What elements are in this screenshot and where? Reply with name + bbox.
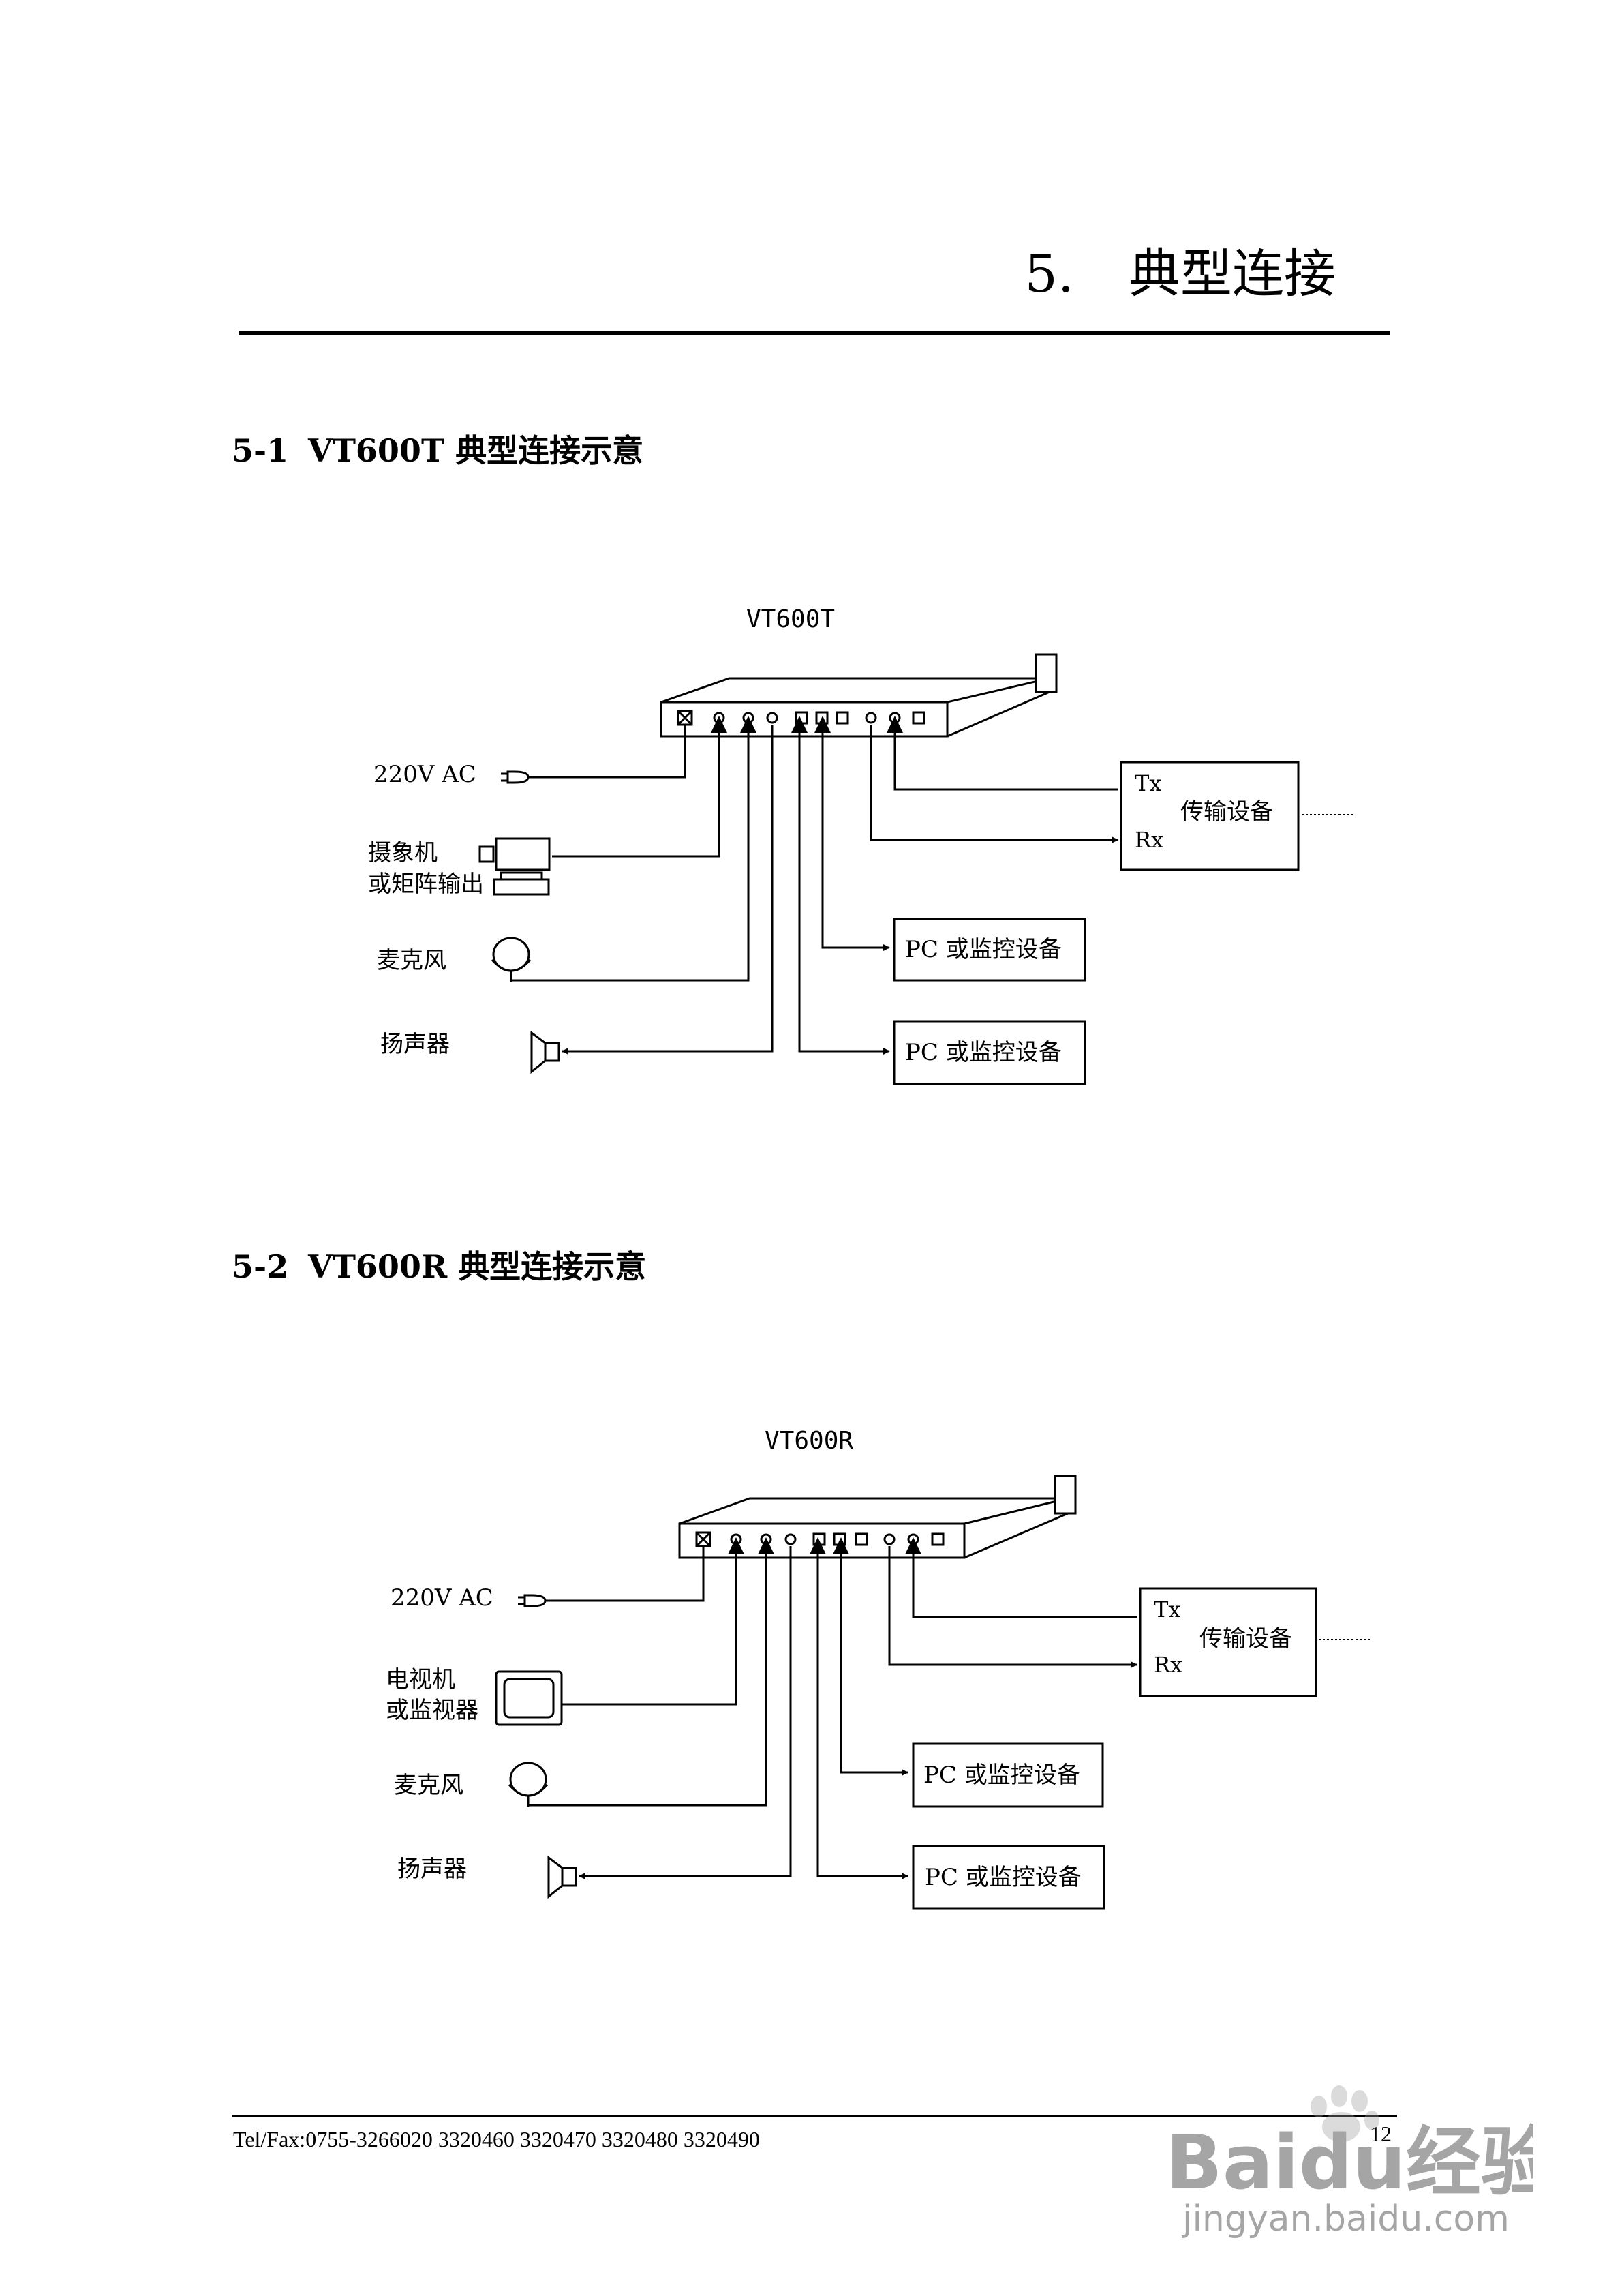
speaker-line bbox=[562, 725, 774, 1055]
section-number: 5-1 bbox=[232, 432, 289, 469]
power-label: 220V AC bbox=[391, 1584, 493, 1612]
section-heading-5-1: 5-1 VT600T 典型连接示意 bbox=[232, 426, 643, 471]
pc1-label: PC 或监控设备 bbox=[923, 1762, 1080, 1789]
section-number: 5-2 bbox=[232, 1248, 289, 1285]
mic-line bbox=[528, 1551, 767, 1807]
pc1-label: PC 或监控设备 bbox=[905, 936, 1062, 963]
pc2-label: PC 或监控设备 bbox=[925, 1864, 1082, 1891]
transmission-label: 传输设备 bbox=[1199, 1625, 1292, 1652]
video-label-line2: 或矩阵输出 bbox=[368, 871, 484, 898]
connection-diagram-vt600r: VT600R 220V AC 电视机 或监视器 麦克风 扬声器 Tx Rx 传输… bbox=[0, 1418, 1622, 1963]
rx-line bbox=[888, 1546, 1137, 1668]
rx-label: Rx bbox=[1154, 1652, 1182, 1678]
pc2-line bbox=[798, 729, 890, 1055]
tx-line bbox=[912, 1551, 1137, 1618]
pc1-line bbox=[840, 1551, 908, 1776]
video-line bbox=[552, 729, 720, 858]
section-title: VT600T 典型连接示意 bbox=[308, 432, 644, 469]
video-line bbox=[562, 1551, 737, 1706]
mic-label: 麦克风 bbox=[377, 947, 446, 974]
rx-port-icon bbox=[865, 712, 877, 724]
pc-monitor-box-1 bbox=[893, 918, 1086, 982]
section-title: VT600R 典型连接示意 bbox=[308, 1248, 647, 1285]
footer-contact: Tel/Fax:0755-3266020 3320460 3320470 332… bbox=[233, 2127, 760, 2151]
power-plug-icon bbox=[518, 1594, 547, 1607]
chapter-number: 5. bbox=[1024, 243, 1074, 304]
data-port-icon bbox=[855, 1532, 868, 1546]
tx-label: Tx bbox=[1135, 770, 1161, 796]
video-label-line2: 或监视器 bbox=[386, 1697, 478, 1724]
audio-out-port-icon bbox=[784, 1533, 797, 1545]
power-plug-icon bbox=[501, 770, 530, 784]
microphone-icon bbox=[491, 937, 532, 982]
video-label-line1: 电视机 bbox=[386, 1666, 455, 1693]
speaker-icon bbox=[530, 1031, 560, 1074]
pc-monitor-box-2 bbox=[912, 1845, 1105, 1910]
power-label: 220V AC bbox=[373, 761, 476, 788]
transmission-equipment-box bbox=[1120, 761, 1300, 871]
video-label-line1: 摄象机 bbox=[368, 839, 438, 866]
connection-diagram-vt600t: VT600T 220V AC 摄象机 或矩阵输出 麦克风 扬声器 Tx Rx 传… bbox=[0, 593, 1622, 1138]
rx-label: Rx bbox=[1135, 827, 1163, 853]
rx-port-icon bbox=[883, 1533, 896, 1545]
transmission-label: 传输设备 bbox=[1180, 798, 1273, 826]
device-label: VT600T bbox=[746, 605, 835, 633]
chapter-title-text: 典型连接 bbox=[1129, 243, 1336, 304]
speaker-icon bbox=[547, 1856, 577, 1899]
pc1-line bbox=[821, 729, 890, 951]
watermark-brand: Baidu经验 bbox=[1165, 2119, 1533, 2206]
speaker-line bbox=[579, 1546, 792, 1879]
data-port-icon bbox=[836, 711, 849, 725]
mic-label: 麦克风 bbox=[394, 1772, 463, 1799]
transmission-equipment-box bbox=[1139, 1587, 1317, 1697]
watermark-logo: Baidu经验 jingyan.baidu.com bbox=[1165, 2085, 1533, 2239]
page-number: 12 bbox=[1370, 2121, 1392, 2146]
diagram-canvas: VT600T 220V AC 摄象机 或矩阵输出 麦克风 扬声器 Tx Rx 传… bbox=[368, 605, 1353, 1085]
pc-monitor-box-1 bbox=[912, 1742, 1104, 1808]
port-icon bbox=[931, 1532, 945, 1546]
baidu-watermark: Baidu经验 jingyan.baidu.com bbox=[1152, 2072, 1533, 2250]
pc2-label: PC 或监控设备 bbox=[905, 1039, 1062, 1066]
paw-icon bbox=[1311, 2085, 1379, 2142]
diagram-canvas: VT600R 220V AC 电视机 或监视器 麦克风 扬声器 Tx Rx 传输… bbox=[386, 1427, 1370, 1910]
chapter-title: 5. 典型连接 bbox=[1024, 232, 1336, 307]
speaker-label: 扬声器 bbox=[380, 1031, 450, 1058]
camera-icon bbox=[478, 837, 551, 896]
monitor-icon bbox=[495, 1670, 563, 1726]
tx-label: Tx bbox=[1154, 1597, 1180, 1622]
pc-monitor-box-2 bbox=[893, 1020, 1086, 1085]
speaker-label: 扬声器 bbox=[397, 1856, 467, 1883]
pc2-line bbox=[816, 1551, 908, 1879]
port-icon bbox=[912, 711, 925, 725]
power-line bbox=[528, 725, 686, 779]
power-line bbox=[545, 1546, 705, 1602]
watermark-url: jingyan.baidu.com bbox=[1182, 2199, 1510, 2239]
mic-line bbox=[511, 729, 750, 982]
audio-out-port-icon bbox=[766, 712, 778, 724]
tx-line bbox=[893, 729, 1118, 791]
microphone-icon bbox=[508, 1762, 549, 1807]
footer-rule bbox=[232, 2115, 1397, 2117]
rx-line bbox=[870, 725, 1118, 843]
header-rule bbox=[239, 331, 1390, 335]
device-label: VT600R bbox=[765, 1427, 853, 1455]
section-heading-5-2: 5-2 VT600R 典型连接示意 bbox=[232, 1242, 646, 1287]
